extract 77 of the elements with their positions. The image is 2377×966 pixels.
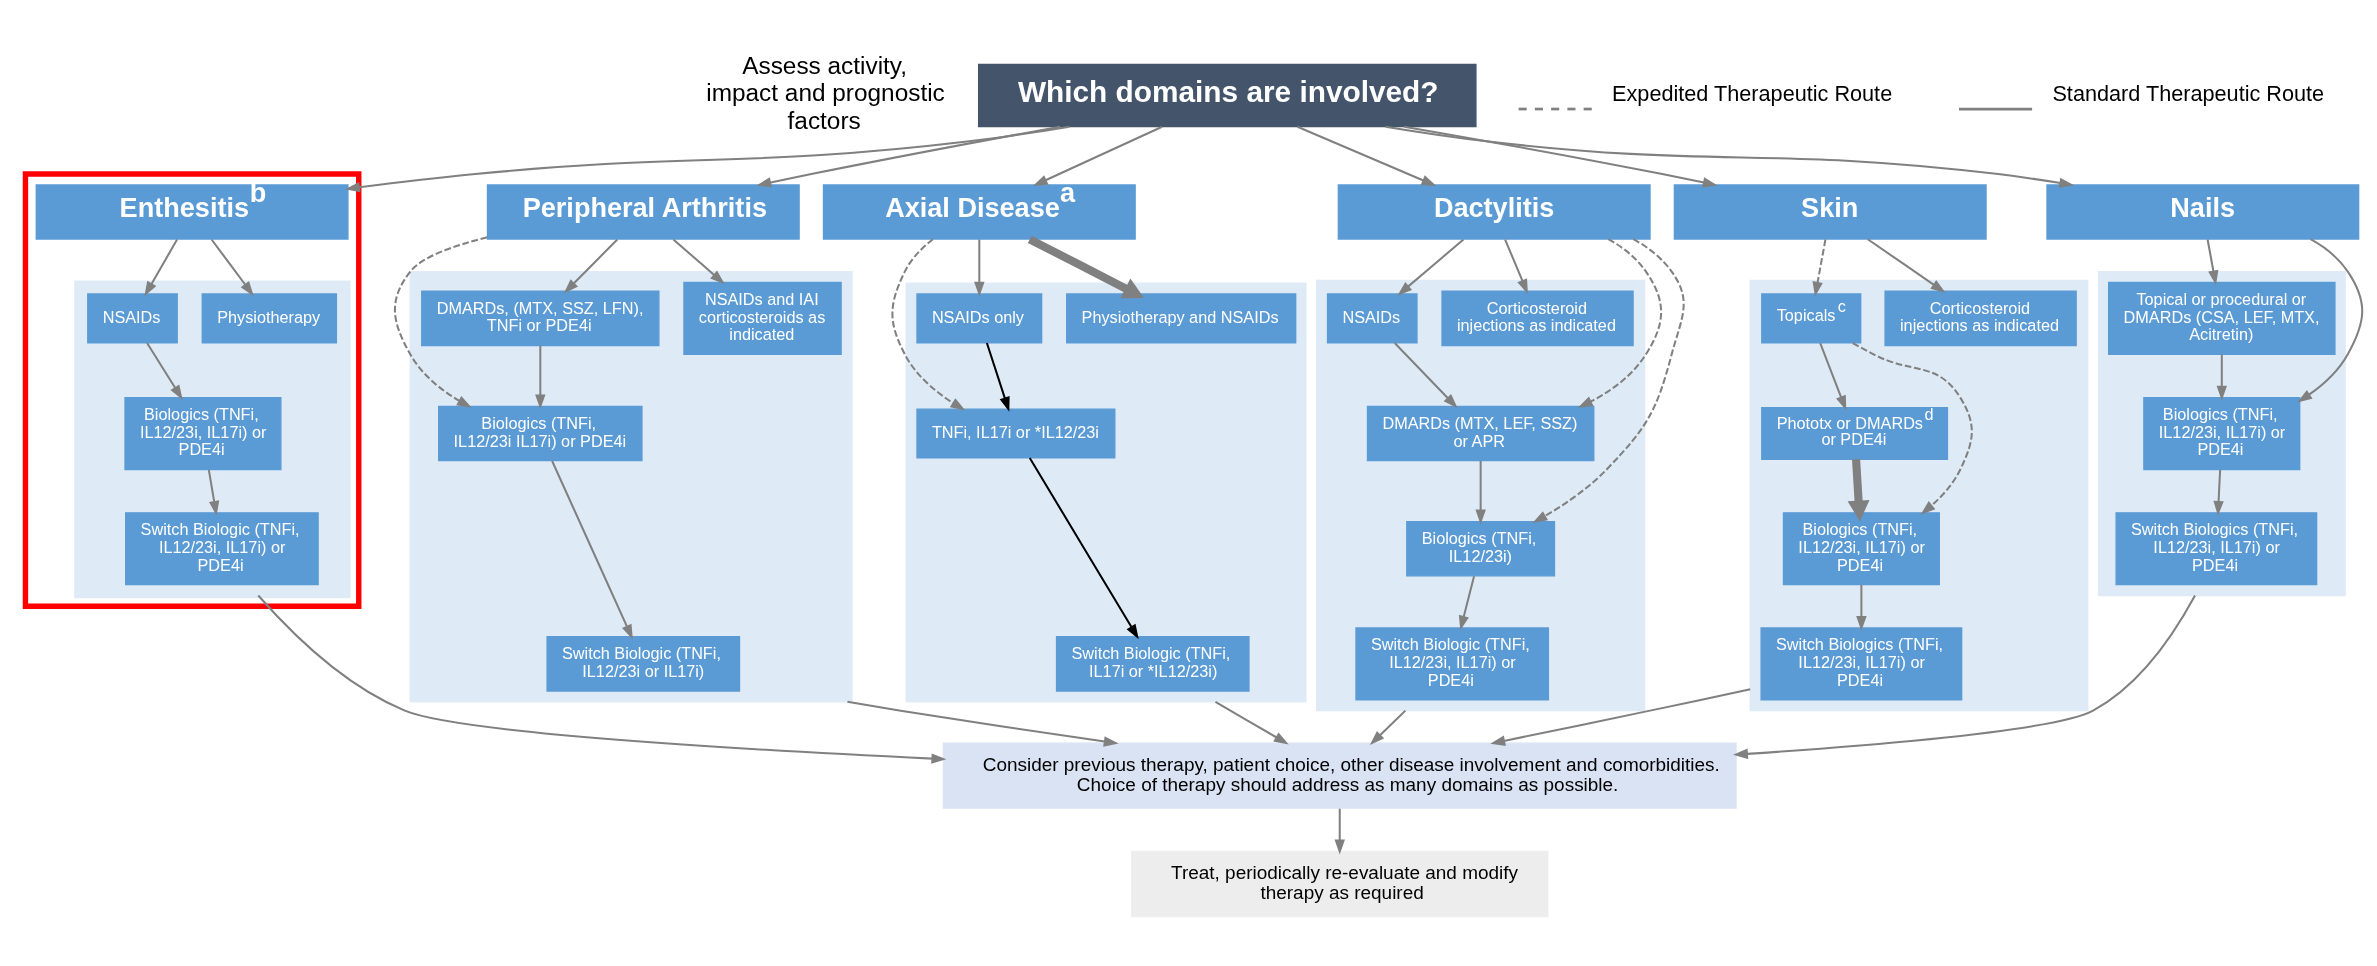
- arrow: [146, 342, 183, 400]
- node-box: Switch Biologics (TNFi, IL12/23i, IL17i) or PDE4i: [2115, 512, 2318, 586]
- arrow: [563, 238, 619, 294]
- node-box: Biologics (TNFi, IL12/23i): [1406, 520, 1556, 577]
- node-box: Nails: [2046, 184, 2360, 240]
- node-box: Switch Biologic (TNFi, IL12/23i or IL17i): [546, 636, 741, 692]
- arrow: [1733, 594, 2196, 760]
- arrow: [1504, 239, 1528, 295]
- arrow: [2206, 239, 2219, 286]
- node-box: Biologics (TNFi, IL12/23i, IL17i) or PDE4i: [2143, 396, 2301, 471]
- label: Assess activity, impact and prognostic factors: [706, 52, 945, 134]
- node-box: Biologics (TNFi, IL12/23i, IL17i) or PDE4i: [124, 396, 282, 471]
- arrow: [1032, 125, 1163, 187]
- arrow: [1369, 709, 1407, 746]
- arrow: [891, 238, 966, 411]
- legend-label: Standard Therapeutic Route: [2052, 80, 2325, 106]
- node-box: Dactylitis: [1337, 184, 1651, 240]
- node-box: Switch Biologic (TNFi, IL12/23i, IL17i) or PDE4i: [125, 512, 319, 586]
- arrow: [1027, 235, 1144, 299]
- arrow: [847, 700, 1119, 747]
- node-box: Switch Biologics (TNFi, IL12/23i, IL17i) or PDE4i: [1760, 627, 1963, 701]
- node-box: Biologics (TNFi, IL12/23i, IL17i) or PDE4i: [1782, 512, 1940, 586]
- node-box: Corticosteroid injections as indicated: [1884, 290, 2077, 347]
- arrow: [551, 460, 633, 640]
- node-box: TNFi, IL17i or *IL12/23i: [916, 408, 1116, 459]
- node-box: Peripheral Arthritis: [486, 184, 800, 240]
- node-box: Which domains are involved?: [977, 63, 1477, 128]
- node-box: Physiotherapy and NSAIDs: [1066, 293, 1297, 344]
- node-box: Consider previous therapy, patient choice, other disease involvement and comorbidities. Choice of therapy should address as many domains as possible.: [942, 742, 1737, 809]
- node-box: NSAIDs and IAI corticosteroids as indicated: [683, 281, 842, 355]
- node-box: Treat, periodically re-evaluate and modify therapy as required: [1131, 850, 1549, 918]
- arrow: [756, 125, 1061, 188]
- arrow: [1393, 342, 1458, 409]
- arrow: [1532, 238, 1685, 524]
- legend-label: Expedited Therapeutic Route: [1612, 80, 1893, 106]
- arrow: [257, 594, 947, 764]
- arrow: [345, 125, 1070, 193]
- arrow: [1819, 342, 1847, 411]
- arrow: [2216, 354, 2228, 401]
- arrow: [210, 238, 254, 297]
- arrow: [1458, 575, 1476, 631]
- arrow: [535, 345, 546, 410]
- arrow: [1856, 585, 1867, 632]
- node-box: NSAIDs: [1326, 293, 1418, 344]
- node-box: DMARDs (MTX, LEF, SSZ) or APR: [1366, 405, 1595, 462]
- arrow: [1397, 238, 1465, 296]
- arrow: [1475, 461, 1486, 525]
- arrow: [1404, 125, 1718, 188]
- arrow: [1028, 457, 1139, 640]
- node-box: NSAIDs: [87, 293, 178, 344]
- node-box: DMARDs, (MTX, SSZ, LFN), TNFi or PDE4i: [421, 290, 660, 347]
- arrow: [1852, 342, 1973, 515]
- arrow: [1490, 688, 1751, 746]
- arrow: [1334, 808, 1345, 855]
- node-box: Biologics (TNFi, IL12/23i IL17i) or PDE4i: [438, 405, 643, 462]
- arrow: [2213, 469, 2224, 516]
- arrow: [144, 239, 178, 297]
- arrow: [672, 238, 725, 285]
- node-box: NSAIDs only: [916, 293, 1043, 344]
- arrow: [985, 342, 1010, 412]
- arrow: [1385, 125, 2075, 189]
- arrow: [1812, 239, 1827, 297]
- arrow: [1577, 238, 1663, 408]
- node-box: Physiotherapy: [201, 293, 338, 344]
- arrow: [1214, 700, 1289, 745]
- arrow: [1297, 125, 1437, 187]
- arrow: [207, 469, 220, 516]
- node-box: Switch Biologic (TNFi, IL17i or *IL12/23i): [1055, 636, 1250, 692]
- node-box: Skin: [1673, 184, 1987, 240]
- arrow: [2297, 238, 2364, 403]
- arrow: [394, 236, 488, 408]
- node-box: Switch Biologic (TNFi, IL12/23i, IL17i) or PDE4i: [1355, 627, 1550, 701]
- node-box: Topical or procedural or DMARDs (CSA, LEF, MTX, Acitretin): [2108, 281, 2336, 355]
- arrow: [1867, 238, 1946, 293]
- arrow: [974, 239, 985, 297]
- node-box: Corticosteroid injections as indicated: [1441, 290, 1634, 347]
- arrow: [1847, 459, 1870, 522]
